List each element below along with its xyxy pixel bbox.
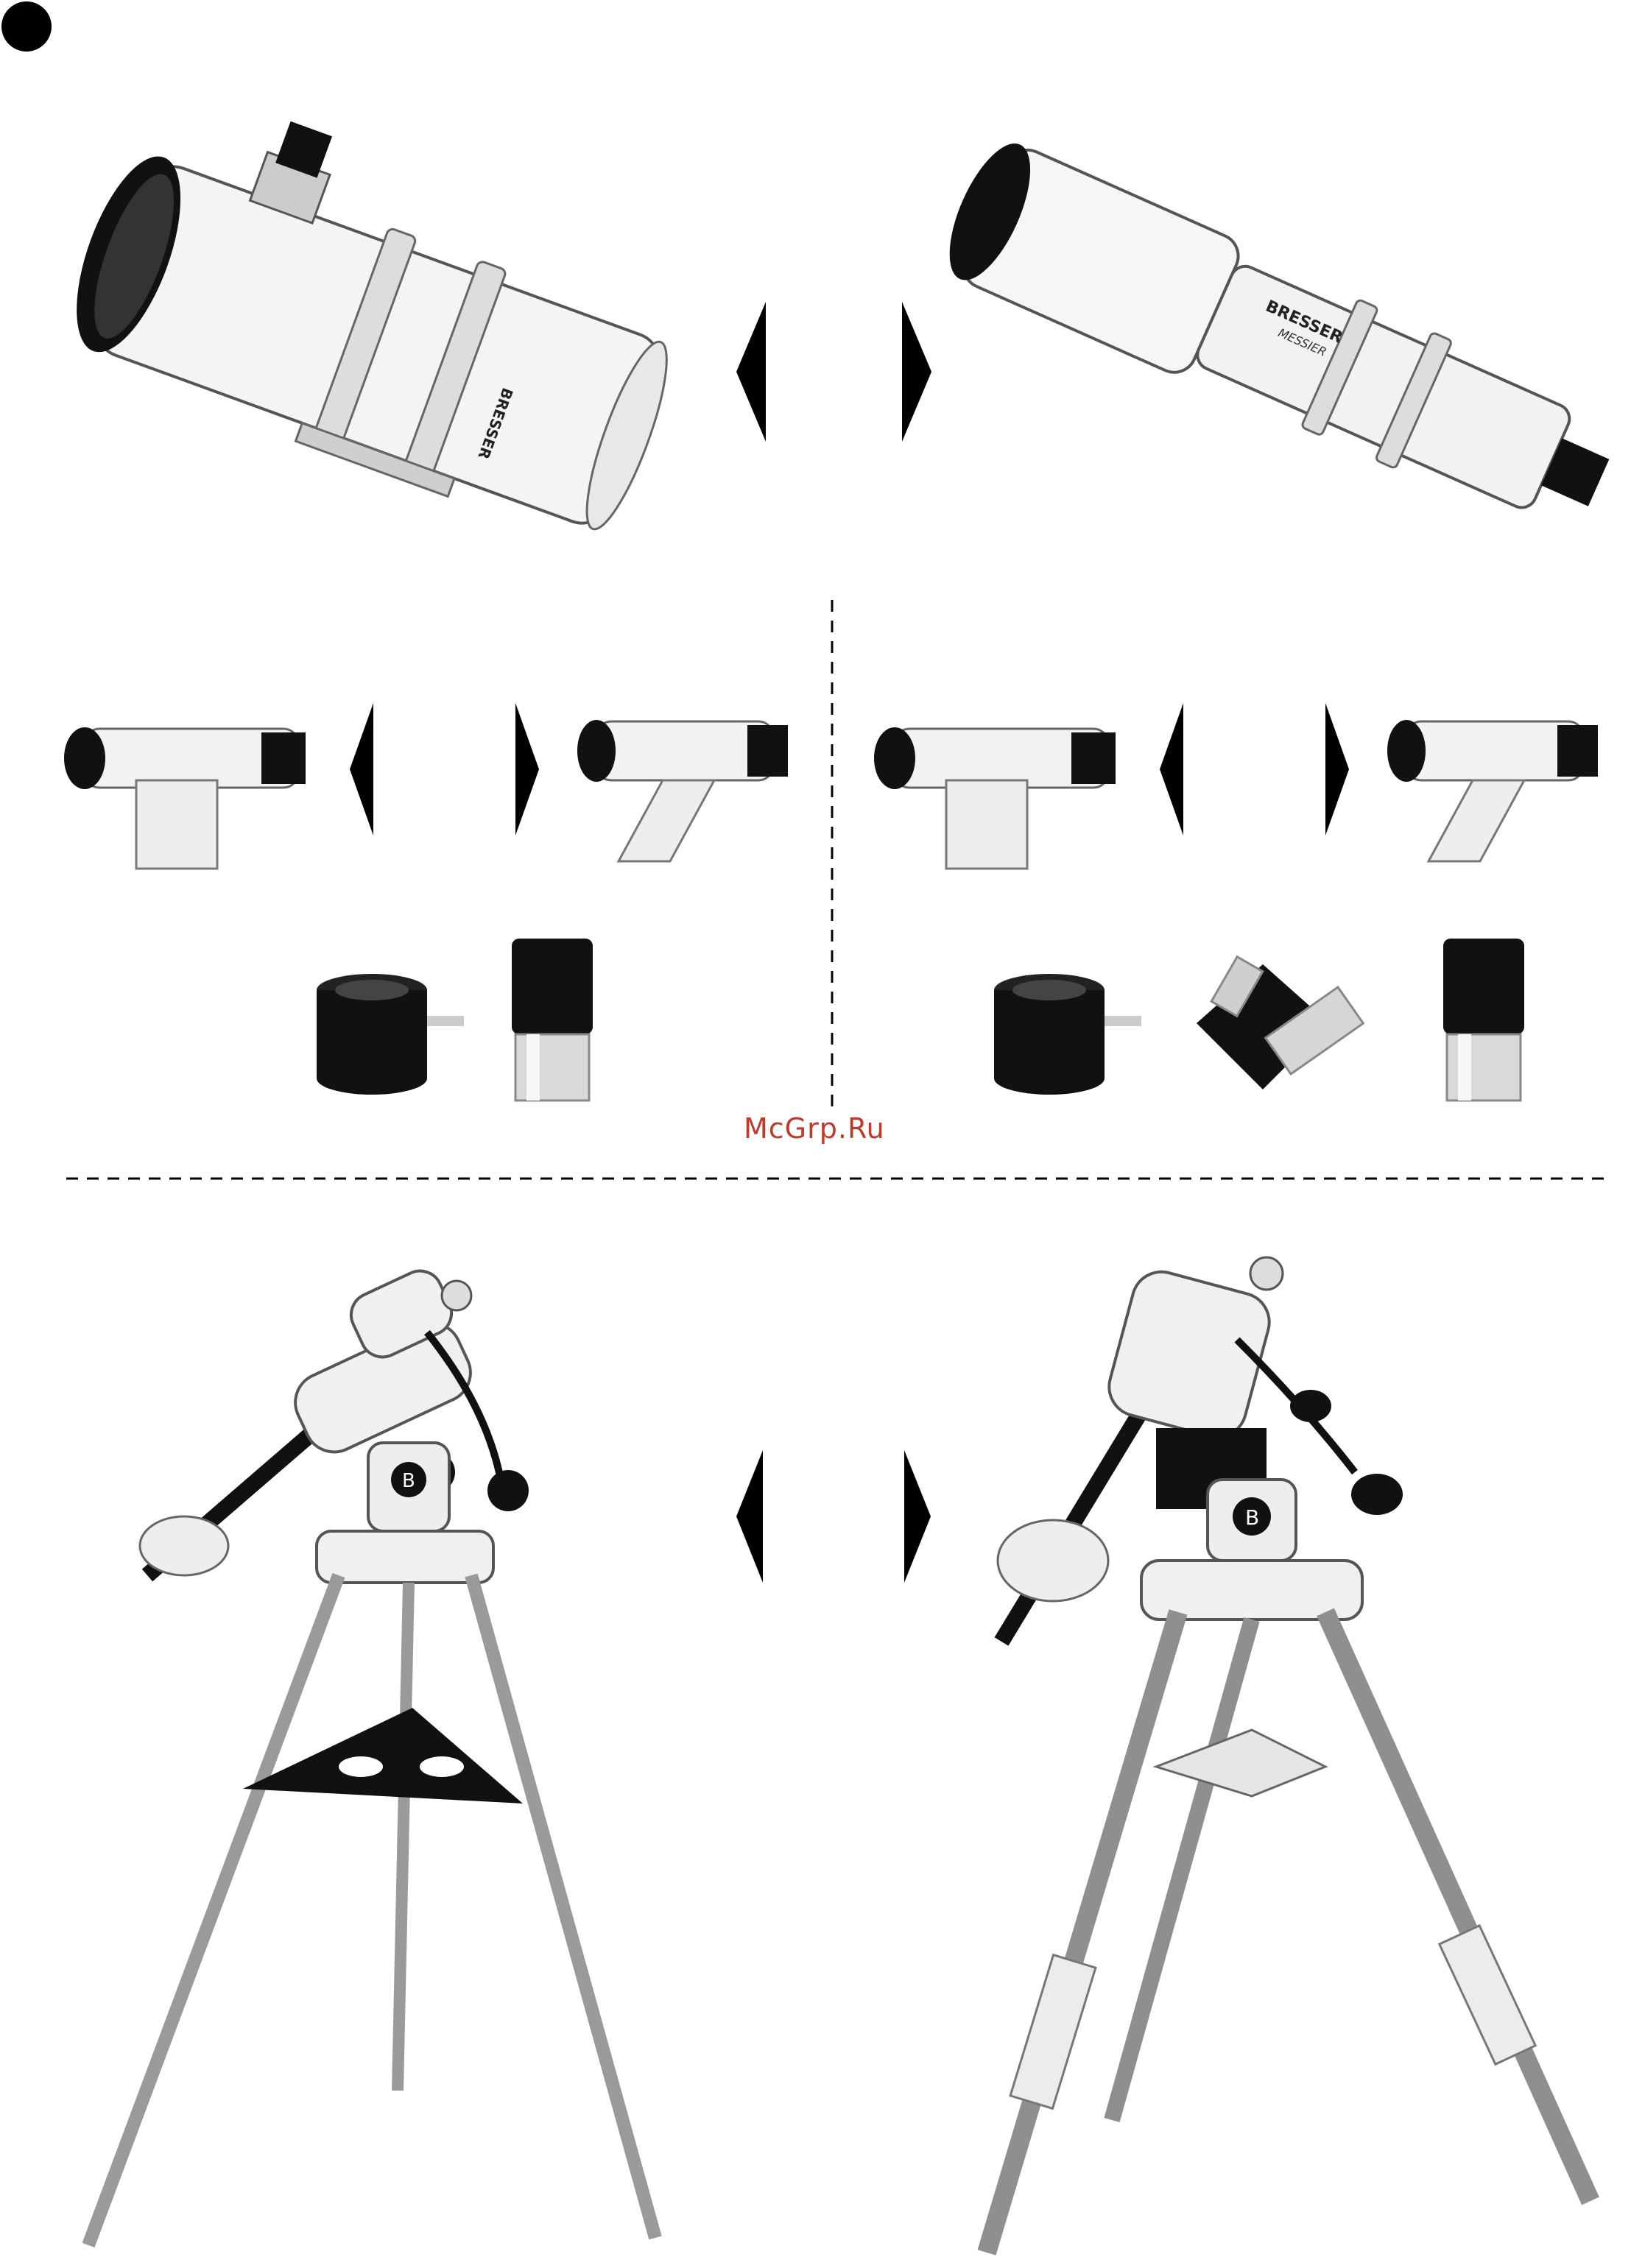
triangle-right-icon: [515, 703, 539, 836]
finder-scope-bracket-image: [574, 699, 795, 869]
heavy-equatorial-mount-tripod-image: B: [957, 1251, 1620, 2260]
section-marker-icon: [0, 0, 59, 59]
star-diagonal-image: [1182, 950, 1366, 1104]
eyepiece-adapter-image: [306, 968, 475, 1101]
watermark-text: McGrp.Ru: [744, 1112, 885, 1145]
finder-scope-image: [63, 699, 313, 869]
triangle-left-icon: [736, 1450, 763, 1583]
finder-scope-image: [873, 699, 1123, 869]
triangle-left-icon: [736, 302, 766, 442]
vertical-dashed-divider: [830, 600, 834, 1115]
triangle-right-icon: [1325, 703, 1349, 836]
triangle-right-icon: [904, 1450, 931, 1583]
mount-logo-icon: B: [1245, 1505, 1259, 1530]
triangle-left-icon: [1160, 703, 1183, 836]
refractor-telescope-image: BRESSER MESSIER: [920, 147, 1620, 574]
eyepiece-adapter-image: [983, 968, 1152, 1101]
equatorial-mount-tripod-image: B: [74, 1259, 677, 2260]
triangle-left-icon: [350, 703, 373, 836]
newtonian-telescope-image: BRESSER: [59, 125, 722, 582]
eyepiece-image: [508, 931, 596, 1104]
mount-logo-icon: B: [402, 1470, 415, 1492]
horizontal-dashed-divider: [66, 1176, 1613, 1181]
eyepiece-image: [1440, 931, 1528, 1104]
finder-scope-bracket-image: [1384, 699, 1605, 869]
